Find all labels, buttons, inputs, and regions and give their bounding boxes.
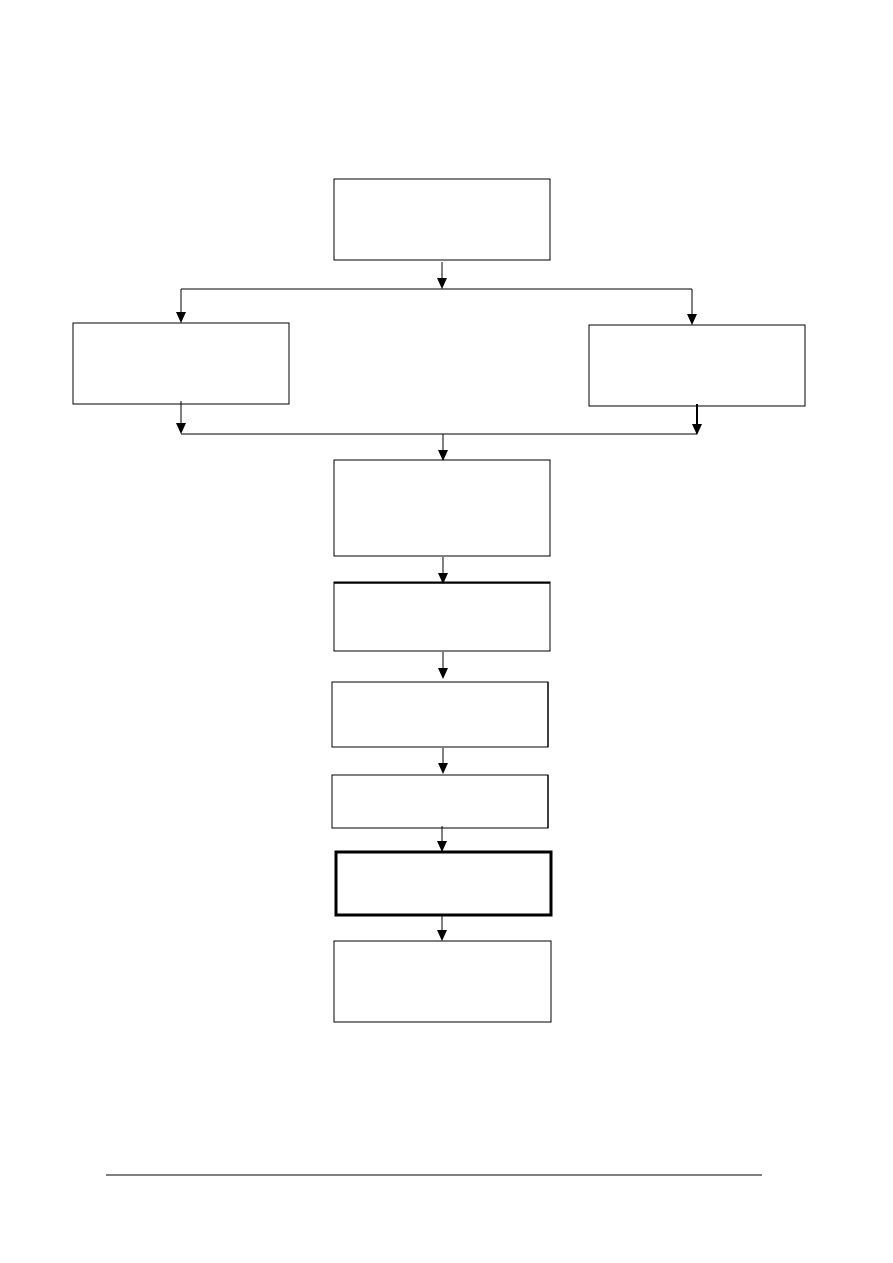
- arrowhead-step4: [437, 841, 447, 852]
- arrowhead-start: [437, 278, 447, 289]
- edge-chain: [437, 557, 448, 941]
- arrowhead-right: [687, 314, 697, 325]
- node-step-3: [331, 774, 549, 829]
- arrowhead-left: [176, 312, 186, 323]
- arrowhead-step2: [438, 668, 448, 679]
- edge-start-split: [176, 262, 697, 325]
- node-end: [333, 940, 552, 1023]
- arrowhead-left-down: [176, 423, 186, 434]
- node-step-1: [333, 581, 551, 652]
- node-branch-left: [72, 322, 290, 405]
- node-merge: [333, 459, 551, 557]
- arrowhead-step3: [438, 763, 448, 774]
- arrowhead-merge: [438, 450, 448, 461]
- arrowhead-step1: [438, 573, 448, 584]
- node-step-2: [331, 681, 549, 748]
- node-start: [333, 178, 551, 261]
- arrowhead-right-down: [692, 424, 702, 435]
- node-branch-right: [588, 324, 806, 407]
- edge-merge: [176, 401, 702, 461]
- node-step-4-highlighted: [334, 850, 553, 917]
- arrowhead-end: [437, 930, 447, 941]
